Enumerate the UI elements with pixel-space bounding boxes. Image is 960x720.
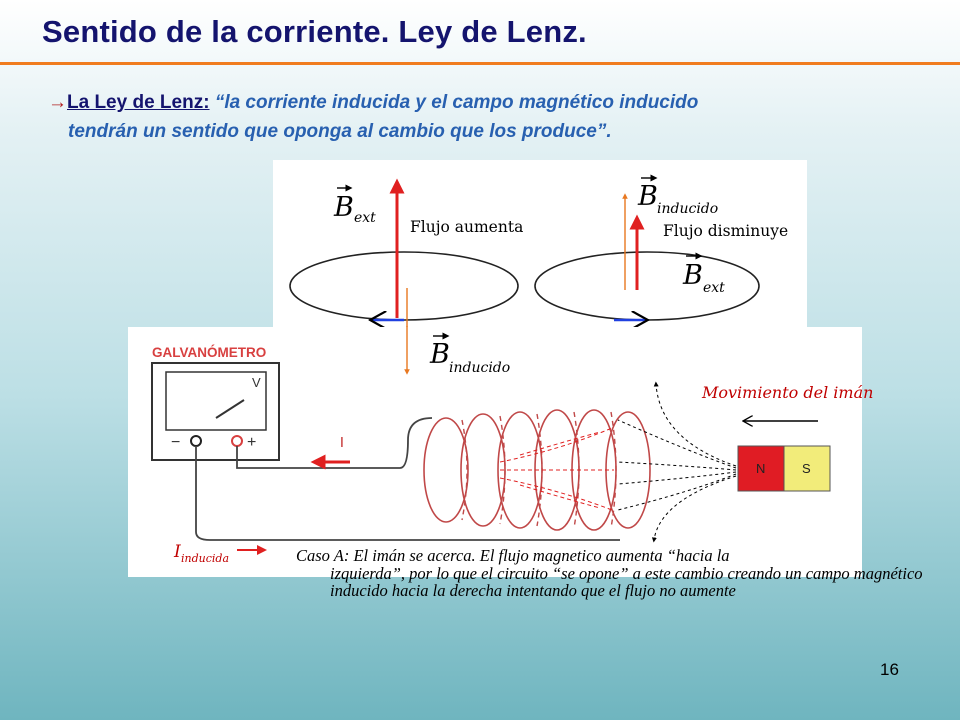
figure-caption: Caso A: El imán se acerca. El flujo magn…: [296, 547, 946, 600]
volt-label: V: [252, 375, 261, 390]
b-inducido-sub-left-over: inducido: [449, 360, 510, 376]
wire-to-coil-top: [236, 417, 433, 469]
i-inducida-sub: inducida: [181, 552, 229, 565]
plus-terminal: [231, 435, 243, 447]
page-number: 16: [880, 660, 899, 679]
b-ext-label-right: B: [682, 260, 703, 291]
i-inducida-label: I: [173, 542, 181, 562]
magnet-north-label: N: [756, 461, 765, 476]
loops-panel: [273, 160, 807, 327]
b-inducido-sub-right: inducido: [657, 201, 718, 217]
magnet-north: [737, 445, 785, 492]
lenz-law-term: La Ley de Lenz:: [67, 92, 210, 113]
galvanometer-label: GALVANÓMETRO: [152, 345, 266, 360]
b-inducido-label-right: B: [637, 181, 658, 212]
flujo-aumenta-label: Flujo aumenta: [410, 218, 523, 236]
plus-terminal-label: +: [247, 434, 256, 451]
current-label: I: [340, 436, 344, 451]
magnet-south-label: S: [802, 461, 811, 476]
b-ext-label-left: B: [333, 192, 354, 223]
b-ext-sub-right: ext: [703, 280, 725, 296]
minus-terminal-label: −: [171, 434, 180, 451]
flujo-disminuye-label: Flujo disminuye: [663, 222, 788, 240]
wire-to-coil-bottom: [195, 446, 620, 541]
minus-terminal: [190, 435, 202, 447]
lenz-law-bullet: →La Ley de Lenz: “la corriente inducida …: [48, 88, 928, 146]
magnet-field-lines: [617, 381, 737, 543]
title-rule: [0, 62, 960, 65]
lenz-law-quote-line2: tendrán un sentido que oponga al cambio …: [68, 121, 612, 142]
b-inducido-label-left-over: B: [429, 339, 450, 370]
lenz-law-quote-line1: “la corriente inducida y el campo magnét…: [214, 92, 699, 113]
b-ext-sub-left: ext: [354, 210, 376, 226]
magnet-motion-label: Movimiento del imán: [701, 383, 873, 402]
galvanometer-needle: [215, 399, 245, 419]
induced-field-lines: [499, 427, 614, 511]
magnet-south: [783, 445, 831, 492]
slide-title: Sentido de la corriente. Ley de Lenz.: [42, 14, 587, 49]
bullet-arrow-icon: →: [48, 92, 67, 113]
galvanometer-dial: [165, 371, 267, 431]
caption-first-line: Caso A: El imán se acerca. El flujo magn…: [296, 546, 730, 565]
caption-rest: izquierda”, por lo que el circuito “se o…: [330, 563, 923, 600]
